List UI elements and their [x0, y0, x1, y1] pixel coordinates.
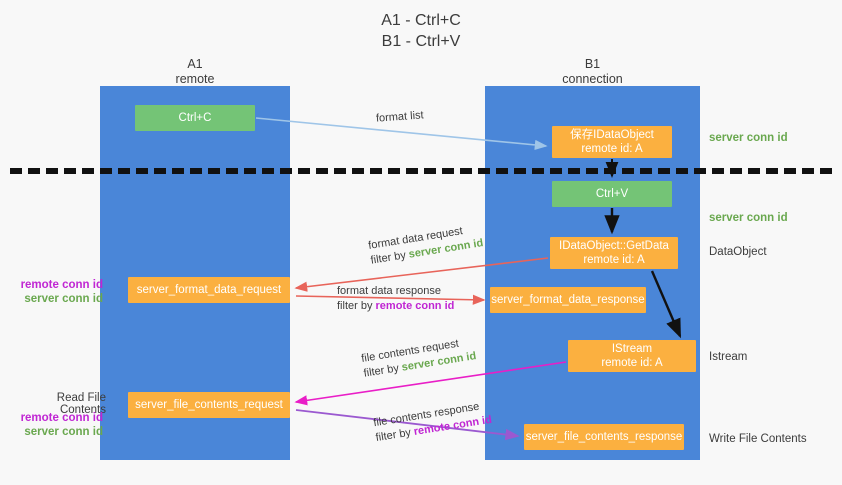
edge-label-format-data-response: format data response filter by remote co…	[337, 284, 454, 314]
node-server-format-data-request-label: server_format_data_request	[136, 284, 282, 296]
node-server-format-data-request[interactable]: server_format_data_request	[128, 277, 290, 303]
left-server-conn-id-lower: server conn id	[24, 426, 103, 438]
node-idataobject-getdata[interactable]: IDataObject::GetData remote id: A	[550, 237, 678, 269]
lane-a1-name: A1	[187, 57, 203, 71]
node-server-file-contents-response-label: server_file_contents_response	[525, 431, 683, 443]
edge-label-file-contents-response: file contents response filter by remote …	[372, 398, 493, 446]
node-ctrl-c[interactable]: Ctrl+C	[135, 105, 255, 131]
side-label-dataobject: DataObject	[709, 246, 767, 258]
left-remote-conn-id-upper: remote conn id	[20, 279, 103, 291]
side-label-istream: Istream	[709, 351, 748, 363]
side-label-server-conn-id-top: server conn id	[709, 132, 788, 144]
edge-label-file-contents-request: file contents request filter by server c…	[360, 334, 478, 381]
node-istream-id: remote id: A	[601, 357, 663, 369]
side-label-server-conn-id-mid: server conn id	[709, 212, 788, 224]
node-server-format-data-response-label: server_format_data_response	[491, 294, 645, 306]
left-label-conn-ids-upper: remote conn id server conn id	[8, 278, 103, 306]
edge-format-data-response-text: format data response	[337, 285, 441, 297]
node-ctrl-v-label: Ctrl+V	[595, 188, 629, 200]
edge-format-list-text: format list	[375, 109, 425, 125]
node-save-idataobject[interactable]: 保存IDataObject remote id: A	[552, 126, 672, 158]
node-server-format-data-response[interactable]: server_format_data_response	[490, 287, 646, 313]
side-label-write-file-contents: Write File Contents	[709, 433, 807, 445]
title-line-2: B1 - Ctrl+V	[381, 33, 461, 50]
node-save-idataobject-label: 保存IDataObject	[570, 129, 654, 141]
node-ctrl-v[interactable]: Ctrl+V	[552, 181, 672, 207]
node-getdata-id: remote id: A	[583, 254, 645, 266]
left-remote-conn-id-lower: remote conn id	[20, 412, 103, 424]
phase-separator	[10, 168, 832, 174]
node-server-file-contents-request[interactable]: server_file_contents_request	[128, 392, 290, 418]
node-save-idataobject-id: remote id: A	[581, 143, 643, 155]
node-server-file-contents-response[interactable]: server_file_contents_response	[524, 424, 684, 450]
node-server-file-contents-request-label: server_file_contents_request	[135, 399, 283, 411]
edge-format-data-response-filter-target: remote conn id	[375, 300, 455, 312]
node-istream-label: IStream	[611, 343, 653, 355]
page-title: A1 - Ctrl+C B1 - Ctrl+V	[0, 10, 842, 52]
lane-header-b1: B1 connection	[485, 57, 700, 87]
edge-label-format-list: format list	[376, 108, 425, 126]
lane-header-a1: A1 remote	[100, 57, 290, 87]
lane-a1-role: remote	[175, 72, 215, 86]
node-istream[interactable]: IStream remote id: A	[568, 340, 696, 372]
left-label-read-file-contents: Read File Contents	[56, 392, 106, 416]
node-getdata-label: IDataObject::GetData	[559, 240, 669, 252]
edge-label-format-data-request: format data request filter by server con…	[367, 221, 485, 268]
left-server-conn-id-upper: server conn id	[24, 293, 103, 305]
lane-b1-name: B1	[584, 57, 601, 71]
lane-b1-role: connection	[562, 72, 623, 86]
left-label-conn-ids-lower: remote conn id server conn id	[8, 411, 103, 439]
title-line-1: A1 - Ctrl+C	[381, 12, 461, 29]
node-ctrl-c-label: Ctrl+C	[178, 112, 212, 124]
edge-format-data-response-filter-prefix: filter by	[337, 300, 376, 312]
